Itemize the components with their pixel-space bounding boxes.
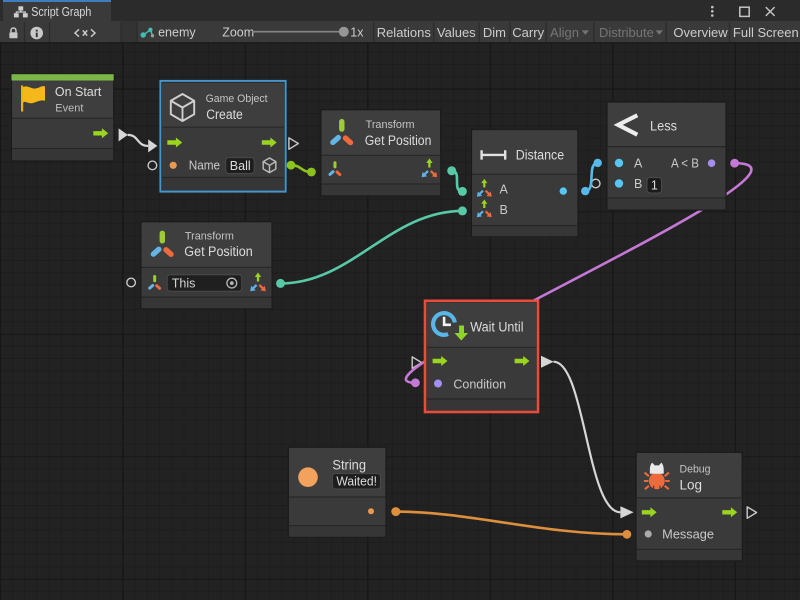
svg-text:Dim: Dim <box>483 25 506 40</box>
svg-text:B: B <box>500 203 508 217</box>
svg-text:Log: Log <box>680 478 703 493</box>
svg-text:Full Screen: Full Screen <box>733 25 799 40</box>
svg-text:Zoom: Zoom <box>222 25 254 39</box>
svg-text:Waited!: Waited! <box>336 475 377 489</box>
svg-text:Transform: Transform <box>185 230 234 242</box>
svg-text:A: A <box>500 182 509 196</box>
svg-text:Values: Values <box>437 25 476 40</box>
svg-text:String: String <box>332 457 366 472</box>
svg-text:A < B: A < B <box>671 157 699 171</box>
svg-text:A: A <box>634 156 643 170</box>
svg-text:Relations: Relations <box>377 25 432 40</box>
svg-text:B: B <box>634 177 642 191</box>
svg-text:Get Position: Get Position <box>365 133 432 148</box>
svg-text:1: 1 <box>651 179 658 193</box>
svg-text:Condition: Condition <box>453 377 506 391</box>
svg-text:Get Position: Get Position <box>184 244 253 259</box>
svg-text:1x: 1x <box>350 25 364 39</box>
svg-text:On Start: On Start <box>55 84 102 99</box>
svg-text:Message: Message <box>662 527 714 541</box>
svg-text:Ball: Ball <box>230 159 251 173</box>
svg-text:Game Object: Game Object <box>206 93 268 105</box>
svg-text:Overview: Overview <box>673 25 728 40</box>
svg-text:Distribute: Distribute <box>599 25 654 40</box>
svg-text:Transform: Transform <box>366 119 415 131</box>
svg-text:Distance: Distance <box>516 148 565 163</box>
svg-text:Wait Until: Wait Until <box>470 320 523 335</box>
svg-text:Script Graph: Script Graph <box>31 4 91 19</box>
svg-text:Less: Less <box>650 119 677 134</box>
svg-text:This: This <box>172 276 196 290</box>
svg-text:enemy: enemy <box>158 25 196 39</box>
svg-text:Align: Align <box>550 25 579 40</box>
svg-text:Carry: Carry <box>512 25 544 40</box>
svg-text:Event: Event <box>55 102 83 114</box>
svg-text:Debug: Debug <box>680 463 711 475</box>
svg-text:Create: Create <box>206 107 243 122</box>
svg-text:Name: Name <box>189 159 220 173</box>
